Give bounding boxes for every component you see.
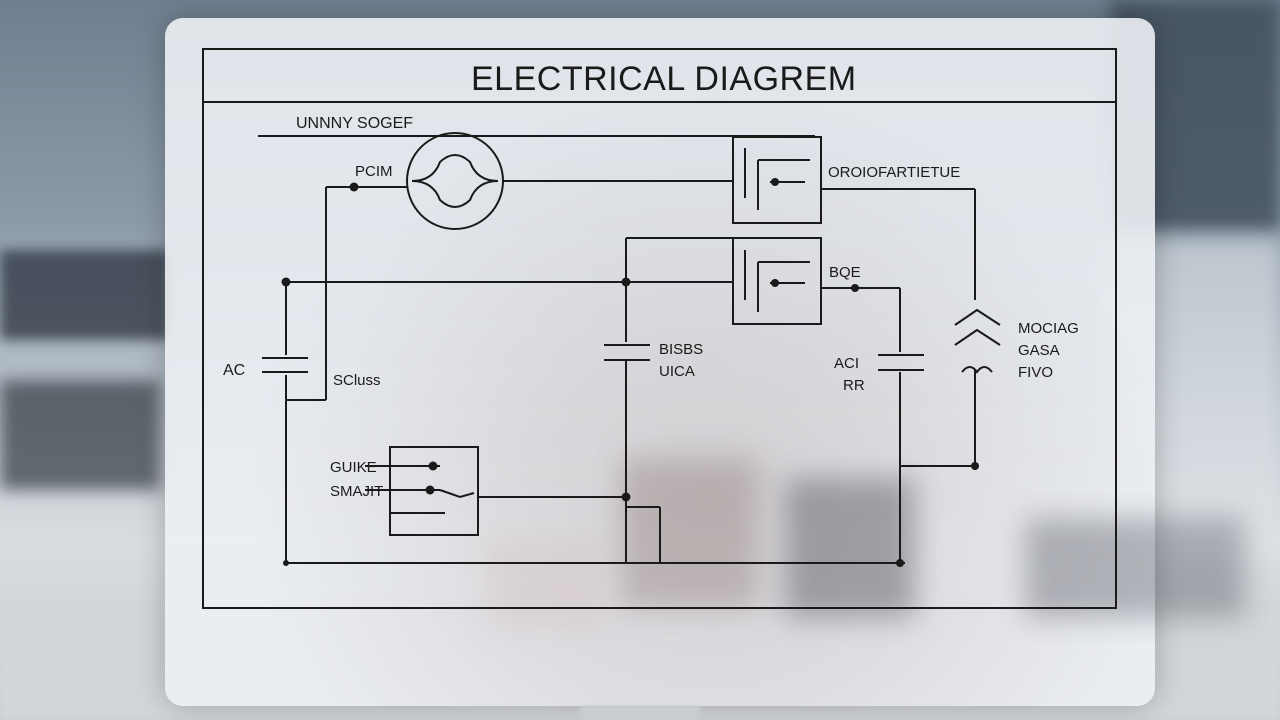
label-rr: RR [843,377,865,394]
diagram-title: ELECTRICAL DIAGREM [471,60,857,98]
label-mocag: MOCIAG [1018,320,1079,337]
monitor-stand [580,706,700,720]
label-unity-source: UNNNY SOGEF [296,115,413,132]
label-ac: AC [223,362,245,379]
label-bqe: BQE [829,264,861,281]
diagram-frame [202,48,1117,609]
motor-winding-top [411,154,499,182]
background-desk [0,380,160,490]
background-shelf [0,250,170,340]
relay-box-1 [732,136,822,224]
coil-symbol-1 [954,308,1001,326]
label-smajit: SMAJIT [330,483,383,500]
motor-winding-bottom [411,180,499,208]
junction-nodes [281,178,979,567]
motor-symbol [406,132,504,230]
monitor-screen [165,18,1245,706]
switch-contact [439,489,475,499]
label-scluss: SCluss [333,372,381,389]
label-fivo: FIVO [1018,364,1053,381]
label-bisbs: BISBS [659,341,703,358]
label-uica: UICA [659,363,695,380]
label-pcm: PCIM [355,163,393,180]
label-guike: GUIKE [330,459,377,476]
label-oro: OROIOFARTIETUE [828,164,960,181]
label-gasa: GASA [1018,342,1060,359]
label-aci: ACI [834,355,859,372]
